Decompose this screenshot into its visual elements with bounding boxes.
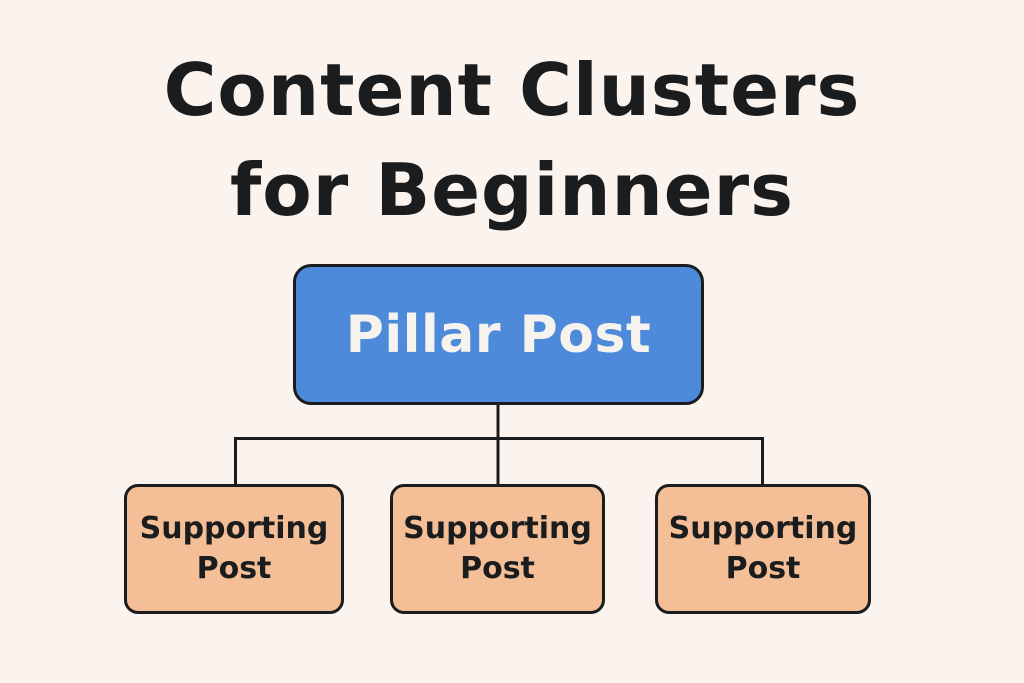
supporting-post-label-line2: Post xyxy=(460,551,535,586)
title-line-1: Content Clusters xyxy=(163,48,861,132)
supporting-post-label-line1: Supporting xyxy=(139,511,329,546)
supporting-post-box-2: Supporting Post xyxy=(390,484,605,614)
supporting-post-box-1: Supporting Post xyxy=(124,484,344,614)
supporting-post-label-line1: Supporting xyxy=(668,511,858,546)
supporting-post-label-line2: Post xyxy=(196,551,272,586)
title-line-2: for Beginners xyxy=(229,148,794,232)
pillar-post-box: Pillar Post xyxy=(293,264,704,405)
supporting-post-label-line1: Supporting xyxy=(403,511,592,546)
supporting-post-box-3: Supporting Post xyxy=(655,484,871,614)
pillar-post-label: Pillar Post xyxy=(345,304,652,365)
supporting-post-label-line2: Post xyxy=(725,551,801,586)
